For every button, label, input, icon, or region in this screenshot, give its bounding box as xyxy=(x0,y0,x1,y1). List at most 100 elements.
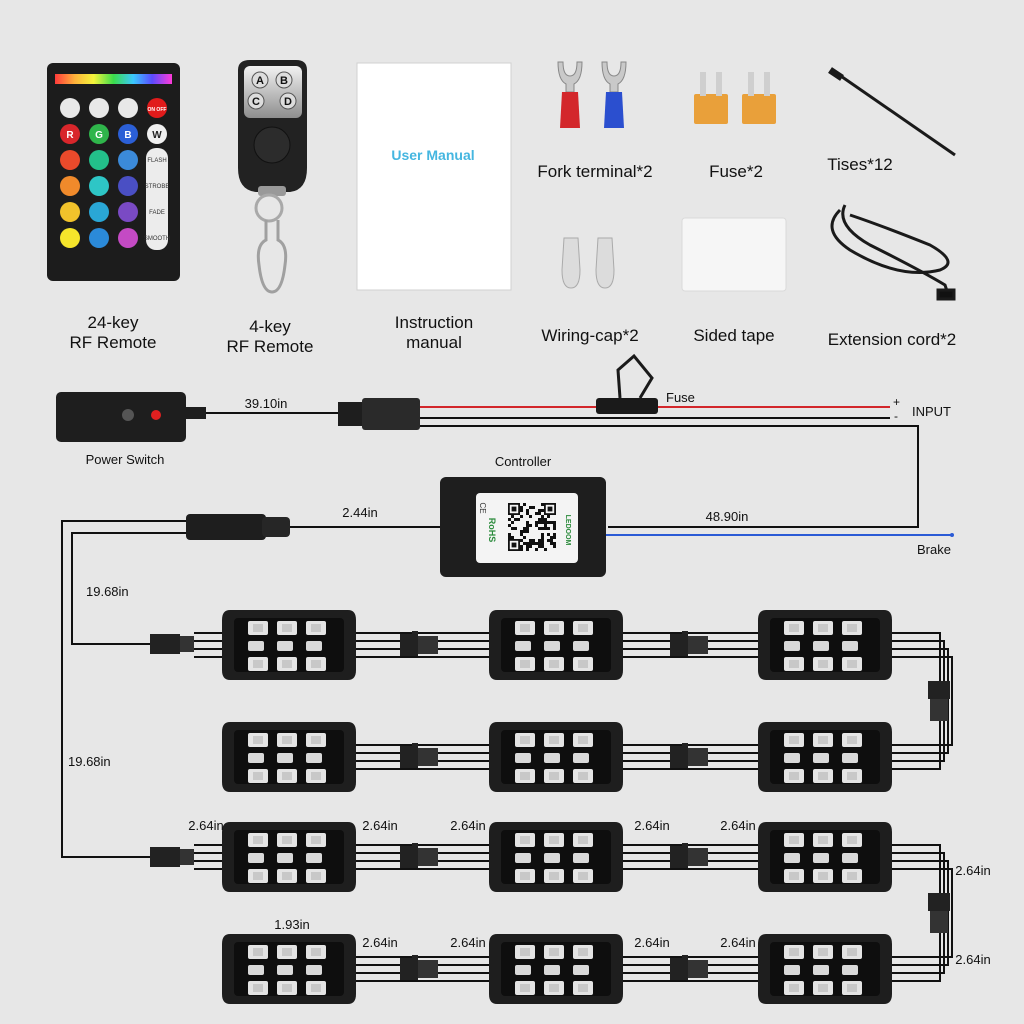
led-chip xyxy=(842,965,858,975)
sun-brightness-up-icon xyxy=(60,98,80,118)
led-chip xyxy=(544,641,560,651)
spacing-label-h: 2.64in xyxy=(450,935,485,950)
pod-connector xyxy=(670,631,708,656)
color-button xyxy=(118,150,138,170)
led-chip xyxy=(248,853,264,863)
pod-connector xyxy=(400,955,438,980)
power-switch-box xyxy=(56,392,186,442)
spacing-label-j: 2.64in xyxy=(720,935,755,950)
led-chip xyxy=(842,853,858,863)
color-button xyxy=(89,124,109,144)
controller-rohs-mark: RoHS xyxy=(487,518,497,543)
remote24-label-line1: 24-key xyxy=(87,313,139,332)
led-chip xyxy=(306,641,322,651)
inline-fuse-holder xyxy=(596,353,658,414)
pod-width-label: 1.93in xyxy=(274,917,309,932)
led-chip xyxy=(515,641,531,651)
led-pod xyxy=(489,934,623,1004)
mode-button-strip xyxy=(146,148,168,250)
fuses xyxy=(694,72,776,124)
led-chip xyxy=(784,753,800,763)
switch-cable-length: 39.10in xyxy=(245,396,288,411)
color-button xyxy=(89,150,109,170)
led-chip xyxy=(573,965,589,975)
run-connector-upper xyxy=(150,634,194,654)
controller-qr-code xyxy=(508,503,556,551)
music-note-icon xyxy=(118,98,138,118)
manual-label-line2: manual xyxy=(406,333,462,352)
led-chip xyxy=(515,965,531,975)
manual-label-line1: Instruction xyxy=(395,313,473,332)
remote4-key-d: D xyxy=(284,96,292,108)
led-pod xyxy=(489,722,623,792)
key-ring xyxy=(254,193,284,223)
led-chip xyxy=(573,853,589,863)
mode-button-label: SMOOTH xyxy=(144,236,170,242)
led-chip xyxy=(248,965,264,975)
positive-sign: + xyxy=(893,395,900,409)
white-button xyxy=(147,124,167,144)
led-chip xyxy=(813,753,829,763)
extension-cord xyxy=(830,204,956,301)
spacing-label-g: 2.64in xyxy=(362,935,397,950)
led-chip xyxy=(573,753,589,763)
power-switch-button xyxy=(122,409,134,421)
color-button xyxy=(60,124,80,144)
loop-cable xyxy=(892,868,953,958)
run-wire-lower xyxy=(61,520,186,858)
pod-connector xyxy=(670,843,708,868)
pod-connector xyxy=(670,743,708,768)
color-button xyxy=(60,150,80,170)
led-chip xyxy=(277,853,293,863)
sided-tape-label: Sided tape xyxy=(693,326,774,345)
input-label: INPUT xyxy=(912,404,951,419)
led-pod xyxy=(758,610,892,680)
led-chip xyxy=(573,641,589,651)
led-pod xyxy=(489,610,623,680)
led-chip xyxy=(277,753,293,763)
white-letter: W xyxy=(152,130,162,141)
controller-ce-mark: CE xyxy=(478,502,487,513)
color-button xyxy=(60,176,80,196)
cable-ties xyxy=(828,67,956,157)
led-chip xyxy=(544,853,560,863)
mode-button-label: STROBE xyxy=(145,184,170,190)
fork-terminal-label: Fork terminal*2 xyxy=(537,162,652,181)
color-button xyxy=(118,176,138,196)
fork-terminals xyxy=(557,61,627,128)
run-length-upper: 19.68in xyxy=(86,584,129,599)
spacing-label-i: 2.64in xyxy=(634,935,669,950)
led-chip xyxy=(544,965,560,975)
manual-cover-title: User Manual xyxy=(391,147,474,163)
led-pod xyxy=(222,822,356,892)
led-pod xyxy=(489,822,623,892)
fuse-label: Fuse*2 xyxy=(709,162,763,181)
color-letter: R xyxy=(66,130,74,141)
brake-label: Brake xyxy=(917,542,951,557)
remote4-key-c: C xyxy=(252,96,260,108)
spacing-label-a: 2.64in xyxy=(188,818,223,833)
run-wire-upper xyxy=(71,532,186,645)
led-chip xyxy=(277,641,293,651)
led-pod xyxy=(222,610,356,680)
power-switch-label: Power Switch xyxy=(86,452,165,467)
instruction-manual xyxy=(356,62,512,291)
spacing-label-f: 2.64in xyxy=(955,863,990,878)
remote4-key-a: A xyxy=(256,75,264,87)
color-button xyxy=(118,228,138,248)
spacing-label-c: 2.64in xyxy=(450,818,485,833)
controller-output-length: 2.44in xyxy=(342,505,377,520)
power-button-text: ON OFF xyxy=(148,107,167,113)
color-button xyxy=(89,176,109,196)
remote4-label-line1: 4-key xyxy=(249,317,291,336)
lobster-clasp xyxy=(256,220,288,294)
mode-button-label: FADE xyxy=(149,210,165,216)
pod-connector xyxy=(400,743,438,768)
color-button xyxy=(118,202,138,222)
color-letter: G xyxy=(95,130,103,141)
color-letter: B xyxy=(124,130,131,141)
led-chip xyxy=(842,641,858,651)
fuse-wiring-label: Fuse xyxy=(666,390,695,405)
